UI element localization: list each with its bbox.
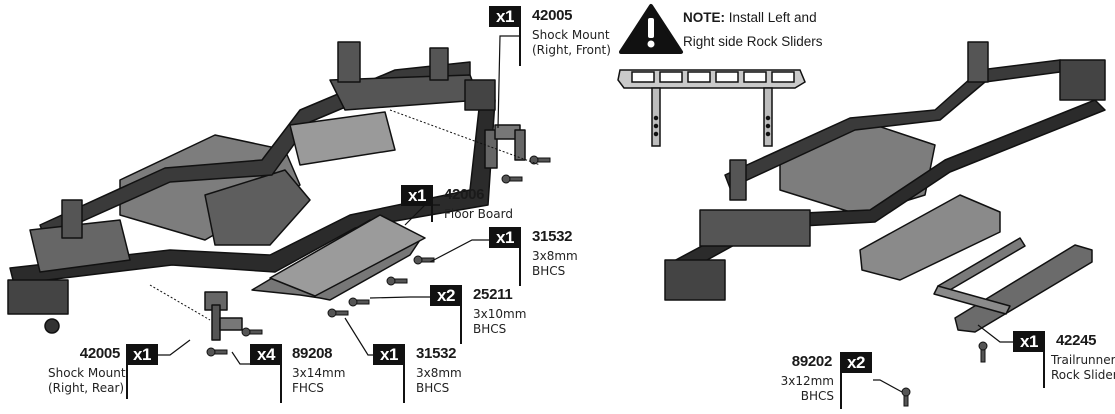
part-description: Trailrunner Rock Slider [1051,353,1115,383]
chassis-frame-left [7,41,526,341]
callout-line [126,365,128,399]
note-label: NOTE: [683,10,725,25]
left-rear-bumper [7,279,69,315]
callout-bhcs-3x8-top: x1 31532 3x8mm BHCS [489,227,589,287]
part-description: 3x8mm BHCS [532,249,578,279]
desc-line: BHCS [532,264,566,278]
callout-floor-board: x1 42006 Floor Board [401,185,513,225]
callout-line [519,248,521,286]
callout-line [460,306,462,344]
part-number: 31532 [532,228,573,245]
desc-line: Shock Mount [48,366,126,380]
part-description: Shock Mount (Right, Front) [532,28,611,58]
desc-line: Trailrunner [1051,353,1115,367]
part-number: 89208 [292,345,333,362]
callout-line [403,365,405,403]
part-description: 3x10mm BHCS [473,307,526,337]
part-number: 31532 [416,345,457,362]
part-number: 42005 [532,7,573,24]
left-shock-tower-rear [61,199,83,239]
qty-badge: x1 [373,344,405,365]
desc-line: Floor Board [444,207,513,221]
left-crossmember-mid [289,111,396,166]
desc-line: 3x14mm [292,366,346,380]
desc-line: (Right, Rear) [48,381,125,395]
desc-line: Shock Mount [532,28,610,42]
part-description: 3x12mm BHCS [780,374,834,404]
desc-line: BHCS [473,322,507,336]
part-description: 3x14mm FHCS [292,366,345,396]
left-shock-tower-front [337,41,361,83]
right-screws [901,341,988,407]
part-number: 42245 [1056,332,1097,349]
part-number: 25211 [473,286,513,303]
desc-line: 3x10mm [473,307,527,321]
right-rear-bumper [664,259,726,301]
left-shock-tower-front2 [429,47,449,81]
qty-badge: x1 [1013,331,1045,352]
right-floor-board [859,194,1001,281]
note-text-line1: Install Left and [728,10,817,25]
callout-shock-mount-front: x1 42005 Shock Mount (Right, Front) [489,6,619,66]
left-leader-lines [149,109,541,321]
desc-line: 3x8mm [416,366,462,380]
qty-badge: x4 [250,344,282,365]
install-note: NOTE: Install Left and Right side Rock S… [683,6,853,54]
right-shock-tower-front [967,41,989,83]
left-crossmember-rear [29,219,131,273]
part-number: 89202 [791,353,833,370]
callout-bhcs-3x12: 89202 x2 3x12mm BHCS [780,352,880,412]
callout-rock-slider: x1 42245 Trailrunner Rock Slider [1013,331,1115,391]
qty-badge: x1 [489,227,521,248]
part-description: Floor Board [444,207,513,222]
desc-line: (Right, Front) [532,43,611,57]
left-screws [206,155,551,357]
qty-badge: x1 [401,185,433,206]
rock-slider-illustration [617,69,806,147]
desc-line: Rock Slider [1051,368,1115,382]
left-front-bumper [464,79,496,111]
callout-bhcs-3x10: x2 25211 3x10mm BHCS [430,285,530,345]
part-description: 3x8mm BHCS [416,366,462,396]
desc-line: FHCS [292,381,324,395]
desc-line: 3x8mm [532,249,578,263]
note-text-line2: Right side Rock Sliders [683,34,823,49]
callout-line [840,373,842,409]
warning-icon [619,4,683,54]
chassis-frame-right [664,41,1106,333]
callout-bhcs-3x8-bottom: x1 31532 3x8mm BHCS [373,344,473,406]
right-skid-plate [779,119,936,216]
callout-line [1043,352,1045,388]
rock-slider-part [954,244,1093,333]
left-rear-hub [44,318,60,334]
callout-line [519,27,521,66]
desc-line: 3x12mm [780,374,834,388]
qty-badge: x2 [430,285,462,306]
qty-badge: x2 [840,352,872,373]
rock-slider-bar2 [933,285,1011,315]
front-shock-mount-part [484,124,526,169]
part-number: 42005 [79,345,121,362]
floor-board-top [269,214,426,297]
qty-badge: x1 [126,344,158,365]
callout-shock-mount-rear: 42005 x1 Shock Mount (Right, Rear) [48,344,158,404]
right-front-bumper [1059,59,1106,101]
callout-line [280,365,282,403]
callout-fhcs-3x14: x4 89208 3x14mm FHCS [250,344,350,406]
desc-line: BHCS [416,381,450,395]
right-callout-lines [873,324,1013,393]
rear-shock-mount-part [204,291,243,341]
right-rear-link [699,209,811,247]
right-shock-tower-rear [729,159,747,201]
part-number: 42006 [444,186,485,203]
desc-line: BHCS [800,389,834,403]
qty-badge: x1 [489,6,521,27]
part-description: Shock Mount (Right, Rear) [48,366,126,396]
callout-line [431,206,433,222]
